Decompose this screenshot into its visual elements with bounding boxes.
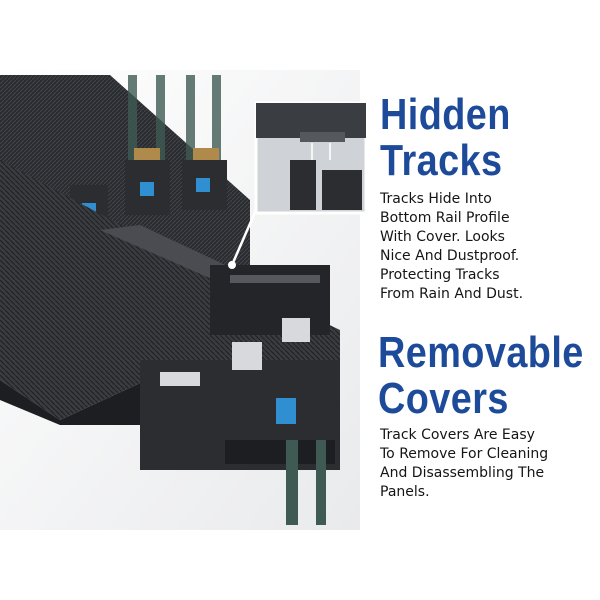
description-line: With Cover. Looks (380, 229, 505, 245)
description-line: To Remove For Cleaning (380, 446, 549, 462)
description-line: Tracks Hide Into (380, 191, 492, 207)
cross-section (140, 318, 340, 525)
description-line: From Rain And Dust. (380, 286, 524, 302)
sash-profiles (70, 160, 227, 230)
glass-panes (128, 75, 221, 195)
hidden-tracks-description: Tracks Hide Into Bottom Rail Profile Wit… (380, 190, 523, 304)
description-line: And Disassembling The (380, 465, 545, 481)
description-line: Track Covers Are Easy (380, 427, 535, 443)
description-line: Nice And Dustproof. (380, 248, 520, 264)
hidden-tracks-title-line: Hidden (380, 90, 511, 139)
description-line: Bottom Rail Profile (380, 210, 510, 226)
detail-inset (254, 101, 368, 215)
hidden-tracks-title: Hidden Tracks (380, 92, 511, 184)
removable-covers-title: Removable Covers (378, 330, 584, 422)
hidden-tracks-title-line: Tracks (380, 136, 503, 185)
description-line: Protecting Tracks (380, 267, 500, 283)
description-line: Panels. (380, 484, 430, 500)
removable-covers-description: Track Covers Are Easy To Remove For Clea… (380, 426, 548, 502)
removable-covers-title-line: Covers (378, 374, 509, 423)
removable-covers-title-line: Removable (378, 328, 584, 377)
